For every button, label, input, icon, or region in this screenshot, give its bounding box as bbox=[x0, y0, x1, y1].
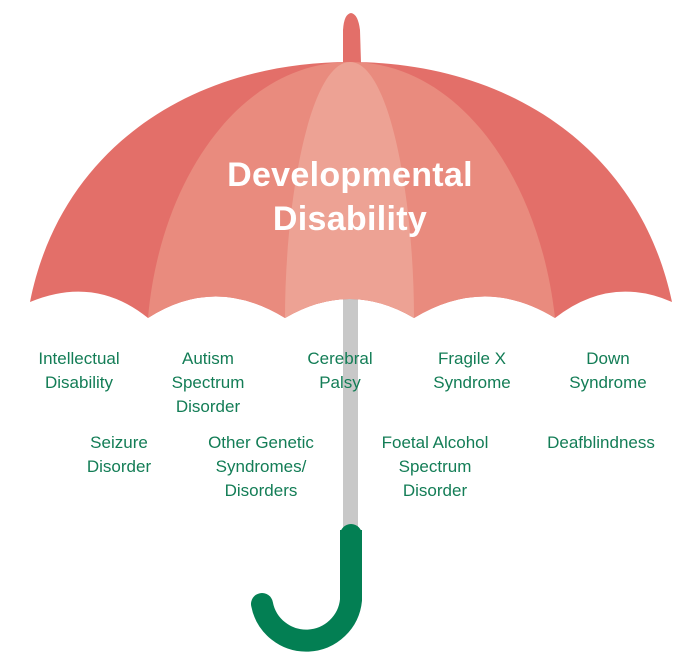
label-line: Disorder bbox=[86, 457, 152, 476]
label-line: Disability bbox=[44, 373, 114, 392]
label-line: Spectrum bbox=[398, 457, 472, 476]
label-line: Autism bbox=[182, 349, 234, 368]
condition-cerebral-palsy: Cerebral Palsy bbox=[307, 347, 372, 395]
label-line: Syndromes/ bbox=[215, 457, 307, 476]
umbrella-tip bbox=[343, 13, 361, 63]
condition-intellectual-disability: Intellectual Disability bbox=[38, 347, 119, 395]
condition-autism-spectrum-disorder: Autism Spectrum Disorder bbox=[172, 347, 245, 419]
label-line: Disorders bbox=[224, 481, 298, 500]
label-line: Down bbox=[586, 349, 630, 368]
label-line: Seizure bbox=[90, 433, 148, 452]
condition-fragile-x-syndrome: Fragile X Syndrome bbox=[433, 347, 510, 395]
label-line: Syndrome bbox=[433, 373, 511, 392]
label-line: Syndrome bbox=[569, 373, 647, 392]
label-line: Other Genetic bbox=[208, 433, 314, 452]
condition-seizure-disorder: Seizure Disorder bbox=[87, 431, 151, 479]
label-line: Deafblindness bbox=[547, 433, 655, 452]
title-line-1: Developmental bbox=[227, 156, 473, 194]
condition-other-genetic-syndromes: Other Genetic Syndromes/ Disorders bbox=[208, 431, 314, 503]
condition-down-syndrome: Down Syndrome bbox=[569, 347, 646, 395]
umbrella-shaft bbox=[343, 290, 358, 535]
label-line: Disorder bbox=[402, 481, 468, 500]
label-line: Palsy bbox=[319, 373, 361, 392]
label-line: Fragile X bbox=[437, 349, 507, 368]
condition-deafblindness: Deafblindness bbox=[547, 431, 655, 455]
label-line: Cerebral bbox=[307, 349, 373, 368]
label-line: Spectrum bbox=[171, 373, 245, 392]
canopy-center-panel bbox=[285, 62, 414, 318]
title-line-2: Disability bbox=[272, 200, 428, 238]
umbrella-handle-top bbox=[340, 530, 362, 550]
label-line: Intellectual bbox=[38, 349, 120, 368]
label-line: Disorder bbox=[175, 397, 241, 416]
condition-foetal-alcohol-spectrum-disorder: Foetal Alcohol Spectrum Disorder bbox=[382, 431, 489, 503]
umbrella-handle bbox=[251, 524, 362, 652]
label-line: Foetal Alcohol bbox=[381, 433, 489, 452]
